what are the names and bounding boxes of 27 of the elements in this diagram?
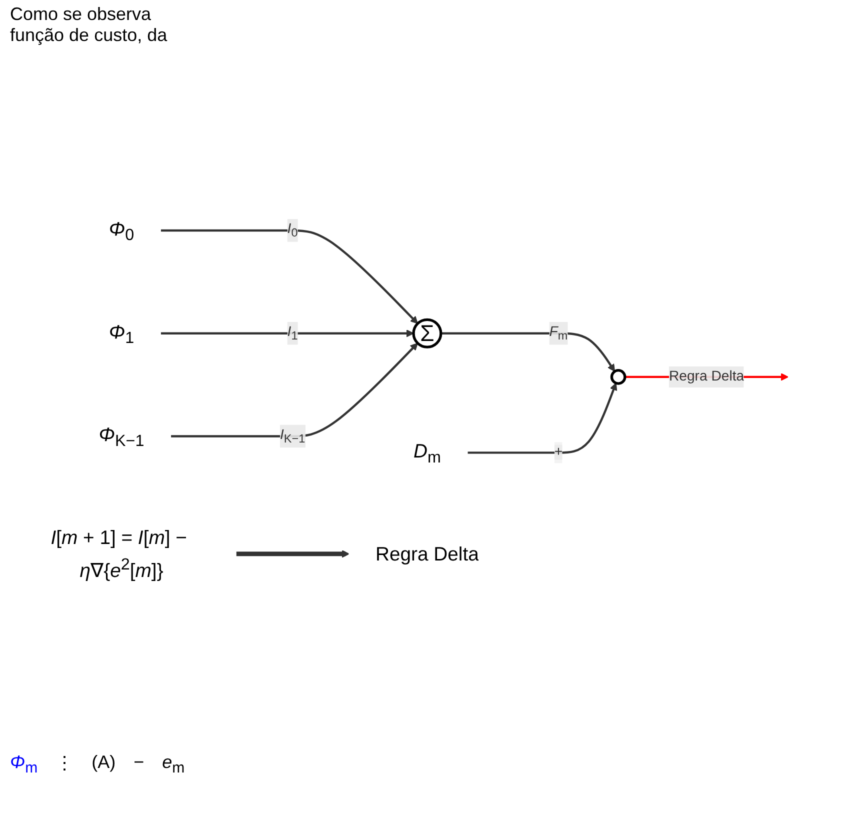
node-text: Φ$_{1}$ [108,321,134,347]
node-text: I[m + 1] = I[m] − η∇{e$^{2}$[m]} [50,526,187,582]
node-text: Regra Delta [376,543,479,566]
node-circle: Σ [412,318,442,349]
node-text: D$_{m}$ [413,440,441,466]
math-label: (A) [92,752,116,774]
arrow [236,550,350,558]
body-text: função de custo, da [10,25,168,45]
arrow [467,383,618,454]
edge-label: + [554,445,563,460]
edge-label: I$_{K−1}$ [280,428,306,446]
edge-label: Regra Delta [668,369,744,384]
edge-label: F$_{m}$ [549,324,568,343]
math-label: ⋮ [56,752,74,775]
arrow [160,330,414,338]
arrow [170,343,418,438]
body-text: Como se observa [10,4,152,24]
math-label: Φ$_{m}$ [10,752,38,777]
edge-label: I$_{0}$ [287,222,298,240]
node-text: Φ$_{K−1}$ [98,424,144,450]
edge-label: I$_{1}$ [287,324,298,343]
arrow [440,332,616,372]
math-label: − [134,752,144,774]
arrow [160,230,418,324]
math-label: e$_{m}$ [162,752,185,777]
node-text: Φ$_{0}$ [108,218,134,244]
node-circle [610,369,626,386]
